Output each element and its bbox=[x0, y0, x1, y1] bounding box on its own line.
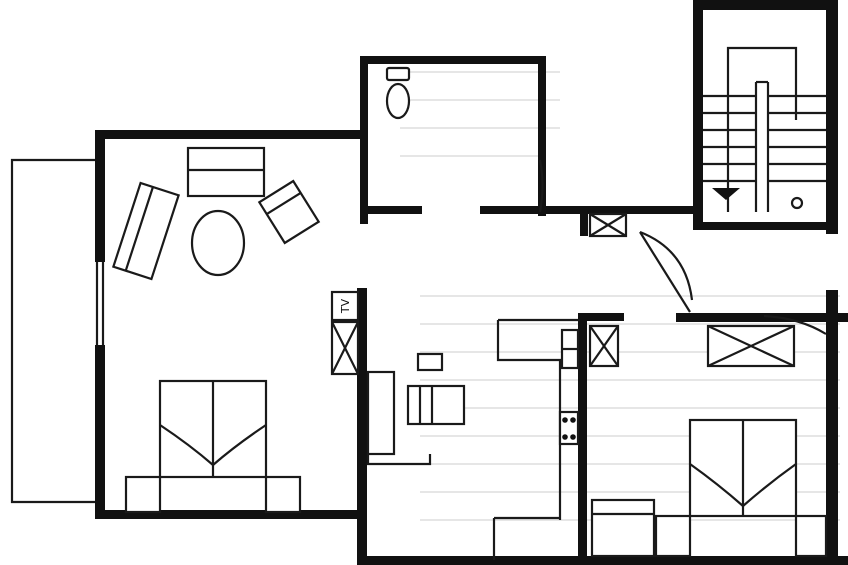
wall-stairs-left bbox=[693, 0, 703, 226]
bath-door-swing bbox=[538, 159, 544, 213]
double-bed-left-icon bbox=[124, 379, 302, 514]
wall-bottom-right bbox=[357, 556, 848, 565]
right-shaft-icon bbox=[706, 324, 796, 368]
armchair-right-icon bbox=[257, 179, 321, 245]
wall-kitchen-top bbox=[578, 313, 624, 321]
right-door-swing bbox=[763, 314, 827, 335]
dining-table-icon bbox=[406, 384, 466, 426]
wall-kitchen-partition bbox=[578, 313, 587, 565]
wall-living-left-lower bbox=[95, 345, 105, 519]
wall-bath-right bbox=[538, 56, 546, 216]
wall-right-outer bbox=[826, 290, 838, 565]
bench-icon bbox=[366, 370, 432, 466]
staircase-icon bbox=[703, 46, 826, 212]
balcony bbox=[10, 158, 97, 504]
wall-bath-left bbox=[360, 56, 368, 224]
wall-bath-top bbox=[360, 56, 546, 64]
wall-living-top bbox=[95, 130, 360, 139]
living-window bbox=[95, 262, 105, 345]
wall-living-left-upper bbox=[95, 130, 105, 262]
wall-right-top bbox=[676, 313, 848, 322]
wall-stairs-bottom bbox=[693, 222, 838, 230]
double-bed-right-icon bbox=[654, 418, 828, 558]
wall-stairs-top bbox=[693, 0, 838, 10]
wall-central-partition bbox=[357, 288, 367, 565]
toilet-icon bbox=[385, 66, 411, 120]
wall-bath-bottom-left bbox=[360, 206, 422, 214]
wardrobe-icon bbox=[590, 498, 656, 558]
sofa-icon bbox=[186, 146, 266, 198]
coffee-table-icon bbox=[190, 209, 246, 277]
wall-corridor-shaft bbox=[580, 206, 588, 236]
armchair-left-icon bbox=[111, 181, 181, 281]
kitchen-shaft-icon bbox=[588, 324, 620, 368]
stove-icon bbox=[558, 410, 580, 446]
walls bbox=[95, 0, 848, 565]
tv-cabinet: TV bbox=[330, 290, 360, 376]
wall-stairs-right bbox=[826, 0, 838, 234]
tv-label: TV bbox=[339, 298, 352, 314]
chair-icon bbox=[416, 352, 444, 372]
sink-icon bbox=[560, 328, 580, 370]
wall-living-bottom bbox=[95, 510, 360, 519]
corridor-shaft-icon bbox=[588, 212, 628, 238]
wall-corridor-top bbox=[546, 206, 698, 214]
wall-bath-bottom-right bbox=[480, 206, 546, 214]
entry-door-swing bbox=[639, 230, 694, 313]
